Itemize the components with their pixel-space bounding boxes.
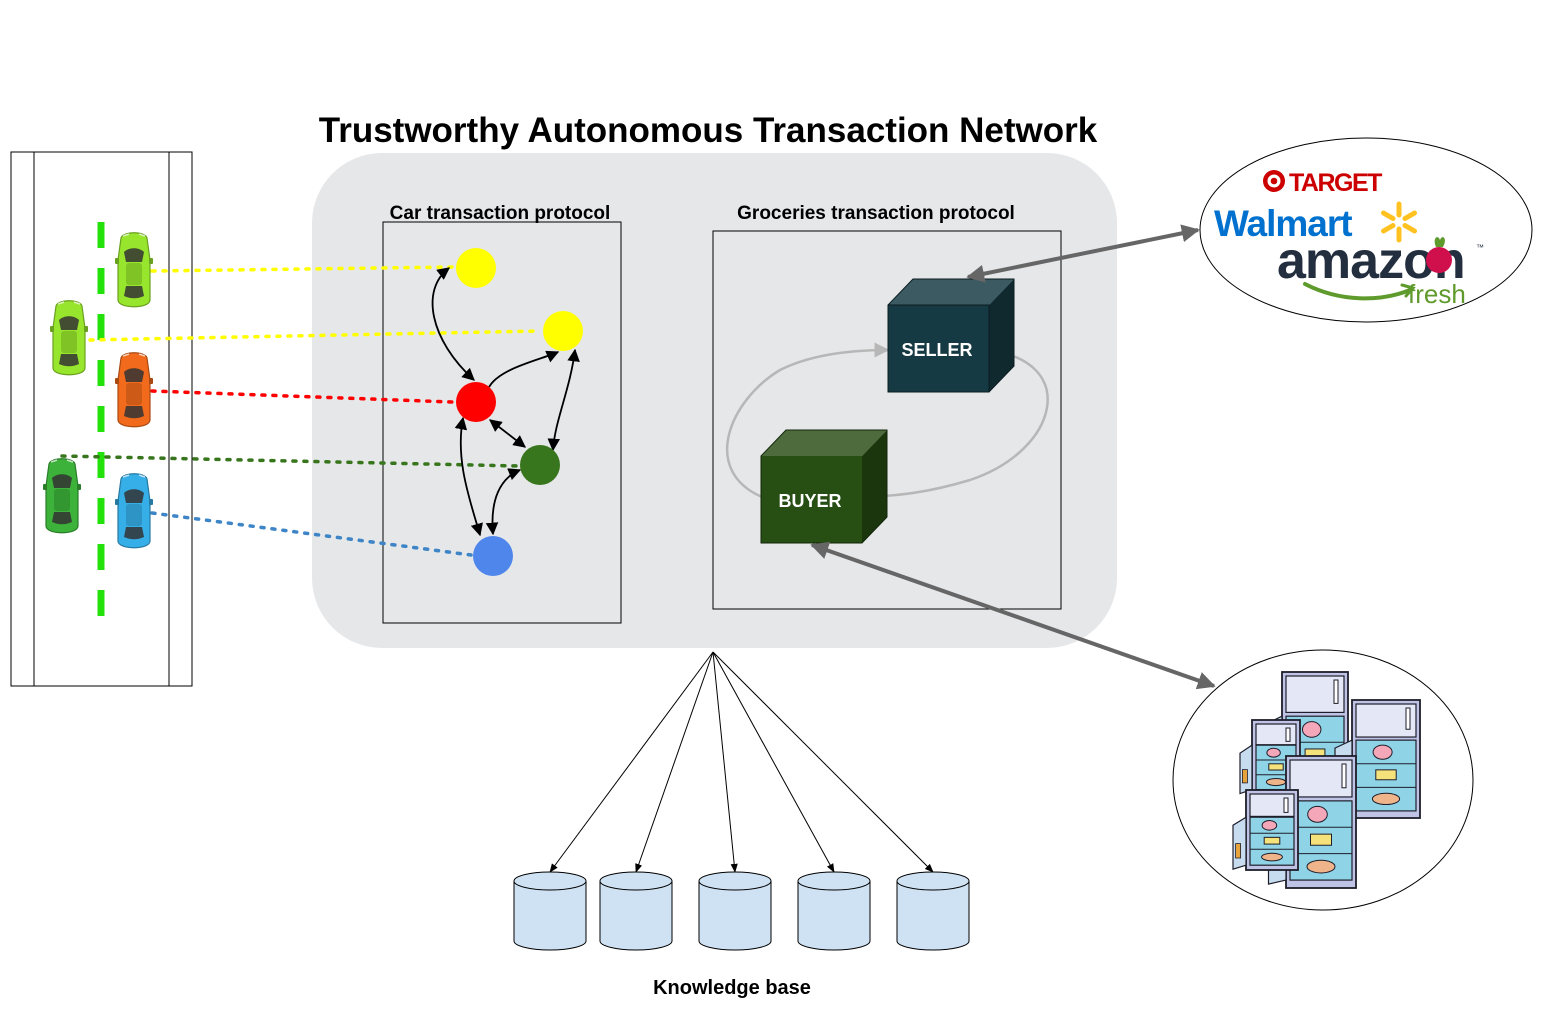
loop-arrow-to-buyer [860, 348, 1049, 505]
walmart-wordmark: Walmart [1214, 203, 1352, 244]
car-lime-1 [115, 232, 153, 308]
edge-green-blue [485, 468, 522, 536]
amazon-fresh-logo: amazon ™ fresh [1277, 232, 1484, 309]
seller-label: SELLER [901, 340, 972, 360]
edge-yellow2-green [547, 348, 580, 452]
radish-icon [1426, 237, 1452, 273]
buyer-label: BUYER [778, 491, 841, 511]
cars [43, 232, 153, 549]
car-protocol-label: Car transaction protocol [390, 203, 611, 224]
amazon-smile-arrow [1303, 282, 1412, 301]
knowledge-base-links [549, 651, 934, 873]
car-protocol-panel [382, 221, 622, 624]
database-cylinder [599, 871, 673, 951]
fridges-illustration [1232, 671, 1421, 889]
groceries-protocol-label: Groceries transaction protocol [737, 203, 1015, 224]
edge-red-blue [454, 416, 483, 537]
car-lime-2 [50, 300, 88, 376]
node-graph-edges [431, 267, 580, 537]
fridge-icon [1232, 789, 1299, 871]
edge-yellow1-red [431, 267, 475, 381]
target-logo: TARGET [1263, 169, 1384, 197]
database-cylinder [896, 871, 970, 951]
red-node [456, 382, 496, 422]
connector-blue [150, 511, 473, 557]
road [10, 151, 193, 687]
car-green [43, 458, 81, 534]
buyer-fridges-arrow [810, 541, 1216, 690]
seller-retailers-arrow [966, 224, 1200, 283]
amazon-trademark: ™ [1476, 243, 1484, 252]
database-cylinder [513, 871, 587, 951]
node-group [456, 248, 583, 576]
database-cylinder [698, 871, 772, 951]
fridges-ellipse [1172, 649, 1474, 911]
seller-buyer-loop [725, 342, 1049, 505]
green-node [520, 445, 560, 485]
target-wordmark: TARGET [1289, 169, 1382, 197]
edge-red-green [489, 419, 526, 448]
knowledge-base-label: Knowledge base [653, 977, 811, 999]
network-area [312, 153, 1117, 648]
seller-cube: SELLER [887, 278, 1015, 393]
buyer-cube: BUYER [760, 429, 888, 544]
knowledge-base-databases [513, 871, 970, 951]
car-blue [115, 473, 153, 549]
blue-node [473, 536, 513, 576]
fresh-wordmark: fresh [1408, 279, 1466, 309]
retailers-ellipse: TARGET Walmart amazon ™ fresh [1199, 137, 1533, 323]
walmart-logo: Walmart [1214, 201, 1417, 244]
car-orange [115, 352, 153, 428]
yellow-node-2 [543, 311, 583, 351]
loop-arrow-to-seller [725, 342, 890, 499]
connector-green [60, 454, 521, 468]
diagram-title: Trustworthy Autonomous Transaction Netwo… [319, 111, 1098, 150]
connector-yellow-1 [150, 265, 456, 273]
walmart-spark-icon [1381, 201, 1417, 243]
database-cylinder [797, 871, 871, 951]
yellow-node-1 [456, 248, 496, 288]
